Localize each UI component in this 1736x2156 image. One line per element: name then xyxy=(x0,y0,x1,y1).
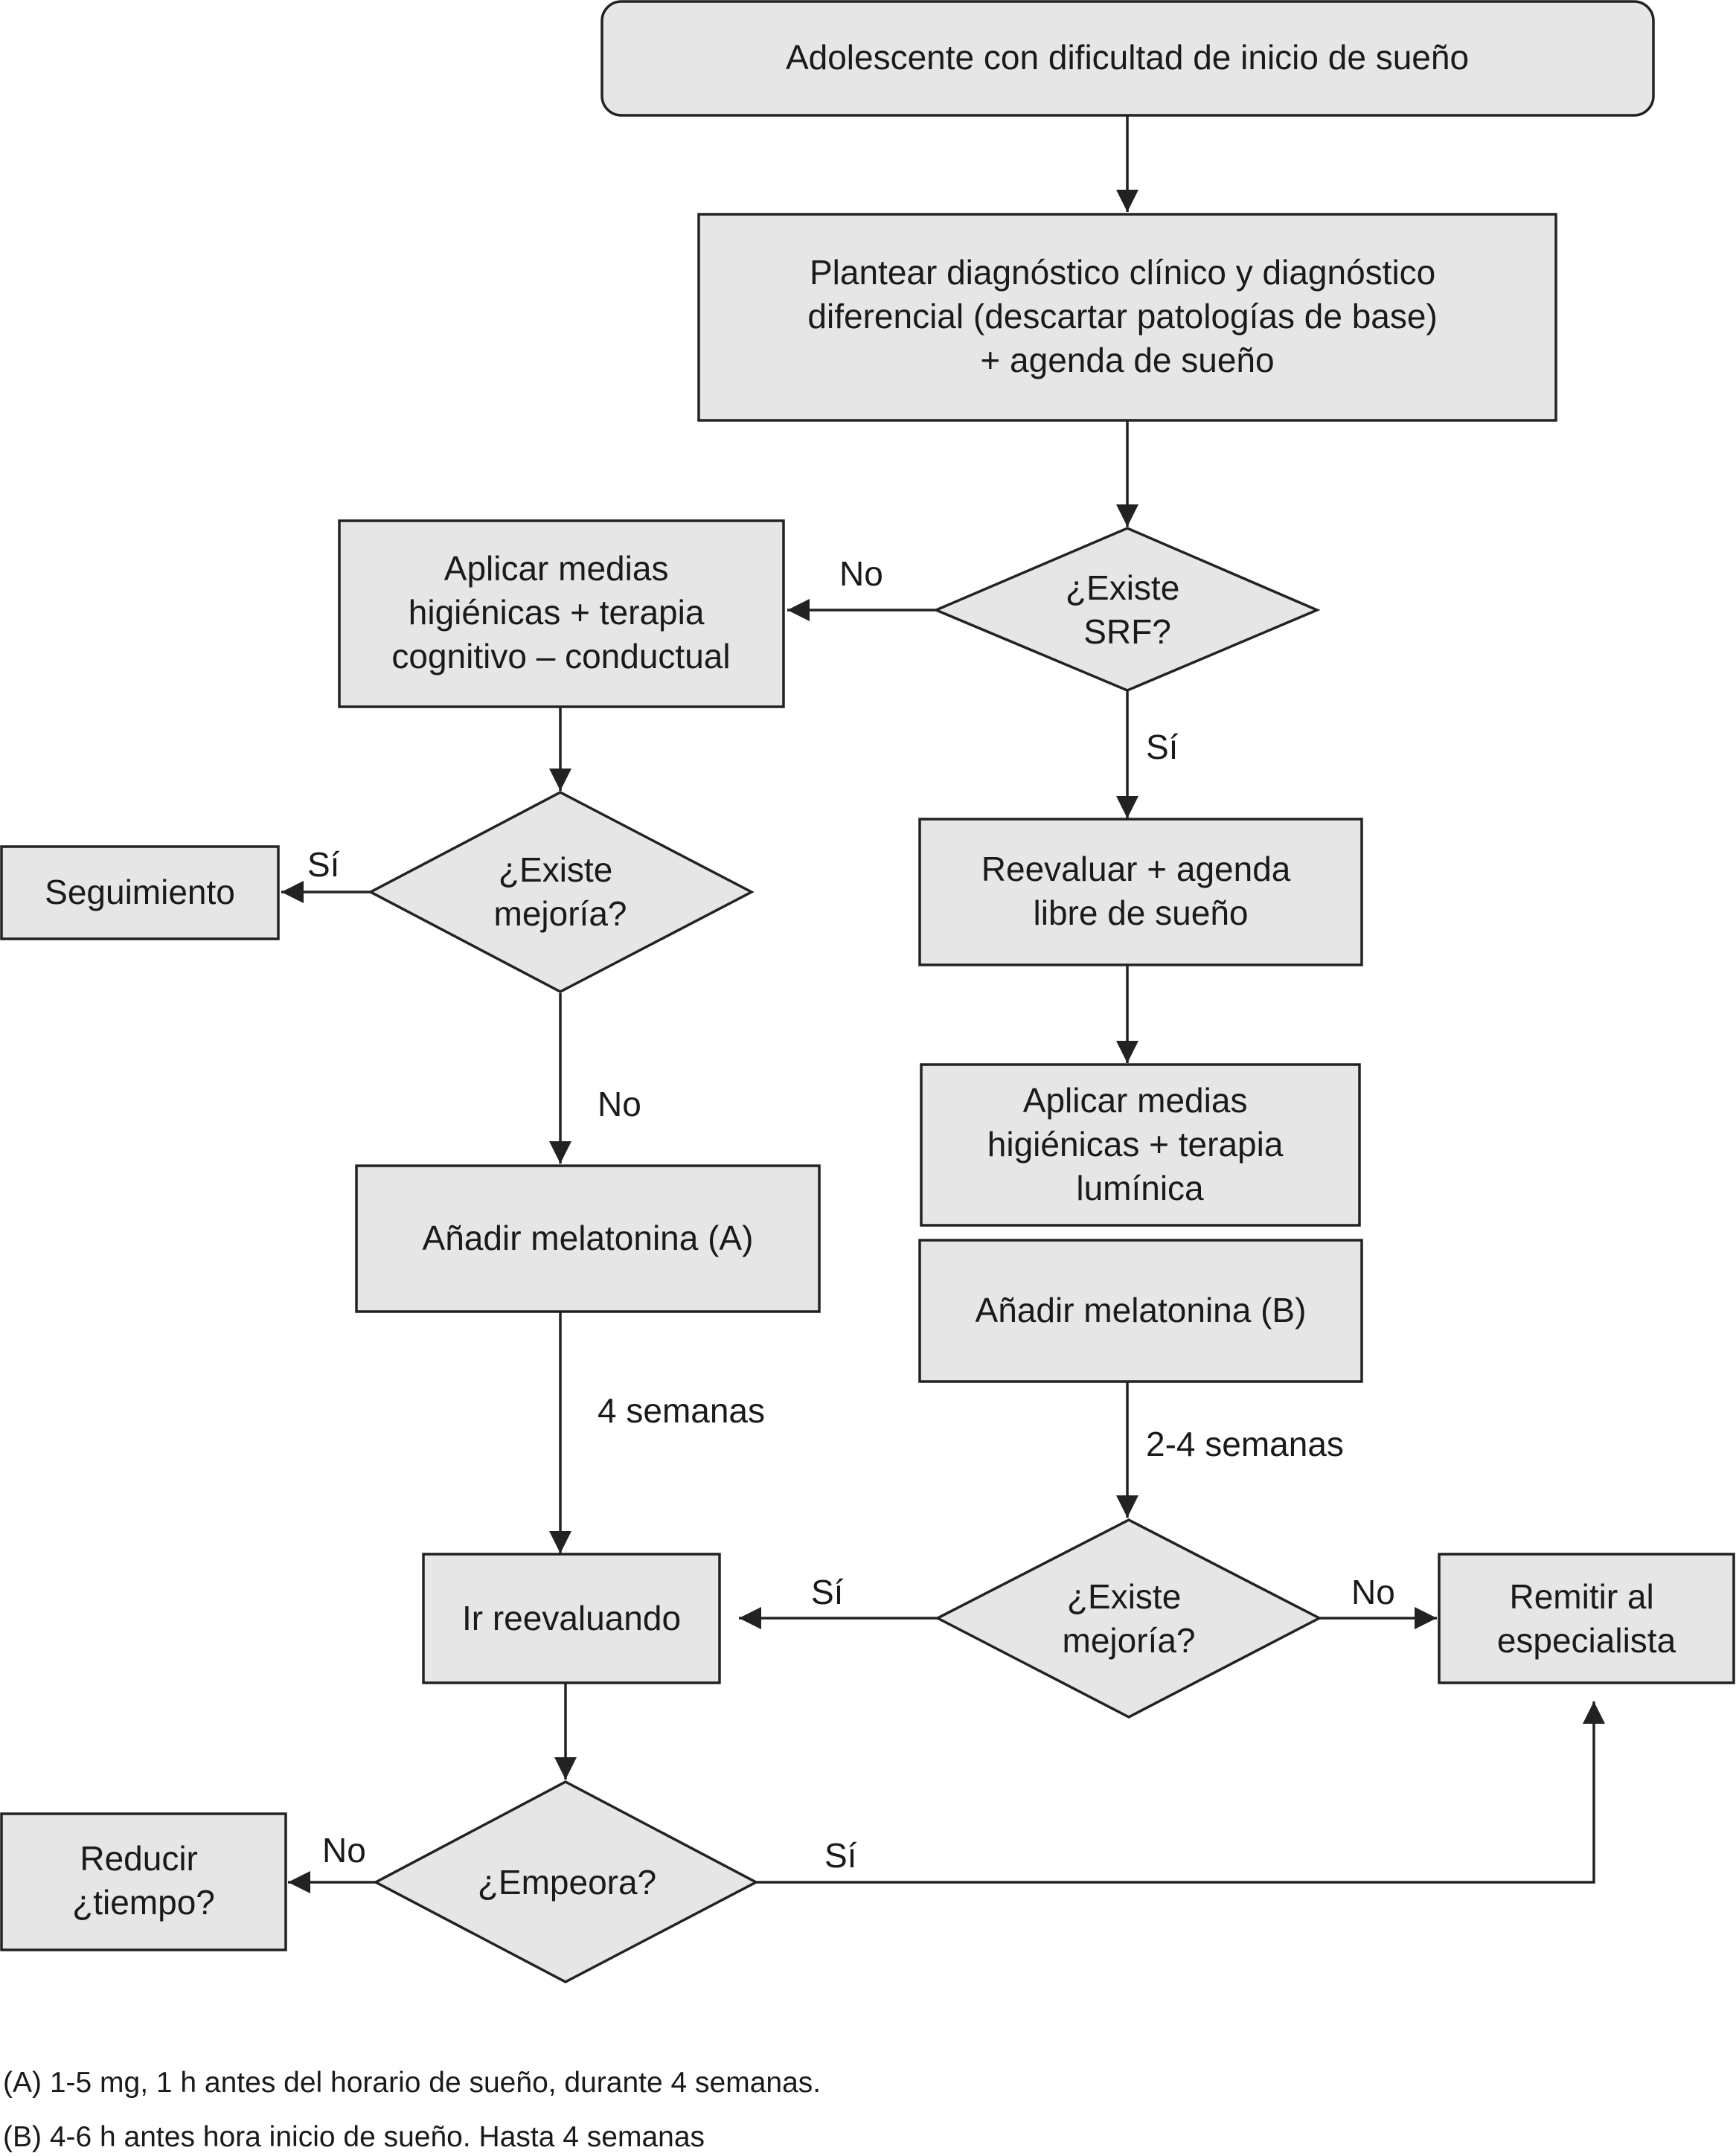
medidas-luminica-box xyxy=(920,1063,1361,1227)
seguimiento-text: Seguimiento xyxy=(45,873,235,911)
mejoria-2-diamond xyxy=(935,1518,1322,1719)
edge-labels: No Sí Sí No 4 semanas 2-4 semanas Sí No … xyxy=(307,554,1395,1875)
mejoria-1-text: ¿Existe mejoría? xyxy=(494,850,627,933)
diagnostico-text: Plantear diagnóstico clínico y diagnósti… xyxy=(807,253,1447,379)
node-melatonina-a: Añadir melatonina (A) xyxy=(355,1164,821,1313)
node-remitir: Remitir al especialista xyxy=(1438,1553,1735,1684)
footnote-a: (A) 1-5 mg, 1 h antes del horario de sue… xyxy=(3,2067,821,2099)
node-medidas-tcc: Aplicar medias higiénicas + terapia cogn… xyxy=(338,519,785,708)
start-box xyxy=(600,0,1655,117)
empeora-text: ¿Empeora? xyxy=(478,1863,656,1902)
start-text: Adolescente con dificultad de inicio de … xyxy=(786,38,1469,77)
node-existe-srf: ¿Existe SRF? xyxy=(932,527,1321,692)
medidas-tcc-box xyxy=(338,519,785,708)
node-start: Adolescente con dificultad de inicio de … xyxy=(600,0,1655,117)
label-empeora-si: Sí xyxy=(824,1836,857,1875)
ir-reevaluando-box xyxy=(422,1553,721,1684)
melatonina-b-box xyxy=(918,1239,1363,1383)
mejoria-2-text: ¿Existe mejoría? xyxy=(1063,1577,1196,1660)
diagnostico-box xyxy=(697,213,1557,422)
label-dos-cuatro-semanas: 2-4 semanas xyxy=(1146,1425,1344,1463)
reevaluar-agenda-text: Reevaluar + agenda libre de sueño xyxy=(981,850,1300,932)
label-empeora-no: No xyxy=(322,1831,366,1870)
reevaluar-agenda-box xyxy=(918,818,1363,966)
label-mejoria2-si: Sí xyxy=(811,1573,844,1611)
seguimiento-box xyxy=(0,845,280,940)
label-srf-si: Sí xyxy=(1146,728,1179,766)
node-reducir: Reducir ¿tiempo? xyxy=(0,1812,287,1951)
medidas-tcc-text: Aplicar medias higiénicas + terapia cogn… xyxy=(391,549,730,676)
node-mejoria-2: ¿Existe mejoría? xyxy=(935,1518,1322,1719)
node-medidas-luminica: Aplicar medias higiénicas + terapia lumí… xyxy=(920,1063,1361,1227)
node-ir-reevaluando: Ir reevaluando xyxy=(422,1553,721,1684)
reducir-box xyxy=(0,1812,287,1951)
mejoria-1-diamond xyxy=(368,791,755,993)
medidas-luminica-text: Aplicar medias higiénicas + terapia lumí… xyxy=(987,1081,1293,1207)
node-seguimiento: Seguimiento xyxy=(0,845,280,940)
reducir-text: Reducir ¿tiempo? xyxy=(72,1839,215,1922)
label-cuatro-semanas: 4 semanas xyxy=(598,1391,765,1430)
node-diagnostico: Plantear diagnóstico clínico y diagnósti… xyxy=(697,213,1557,422)
label-mejoria2-no: No xyxy=(1351,1573,1395,1611)
remitir-box xyxy=(1438,1553,1735,1684)
footnote-b: (B) 4-6 h antes hora inicio de sueño. Ha… xyxy=(3,2121,705,2153)
label-mejoria1-si: Sí xyxy=(307,845,340,884)
existe-srf-diamond xyxy=(932,527,1321,692)
empeora-diamond xyxy=(373,1780,759,1983)
node-reevaluar-agenda: Reevaluar + agenda libre de sueño xyxy=(918,818,1363,966)
melatonina-b-text: Añadir melatonina (B) xyxy=(976,1291,1307,1329)
melatonina-a-text: Añadir melatonina (A) xyxy=(423,1219,754,1257)
existe-srf-text: ¿Existe SRF? xyxy=(1066,568,1189,651)
node-mejoria-1: ¿Existe mejoría? xyxy=(368,791,755,993)
melatonina-a-box xyxy=(355,1164,821,1313)
ir-reevaluando-text: Ir reevaluando xyxy=(462,1599,681,1637)
node-empeora: ¿Empeora? xyxy=(373,1780,759,1983)
connectors xyxy=(281,115,1605,1893)
label-srf-no: No xyxy=(839,554,883,593)
remitir-text: Remitir al especialista xyxy=(1497,1577,1676,1660)
edge-empeora-si xyxy=(756,1701,1605,1884)
label-mejoria1-no: No xyxy=(598,1085,641,1123)
node-melatonina-b: Añadir melatonina (B) xyxy=(918,1239,1363,1383)
